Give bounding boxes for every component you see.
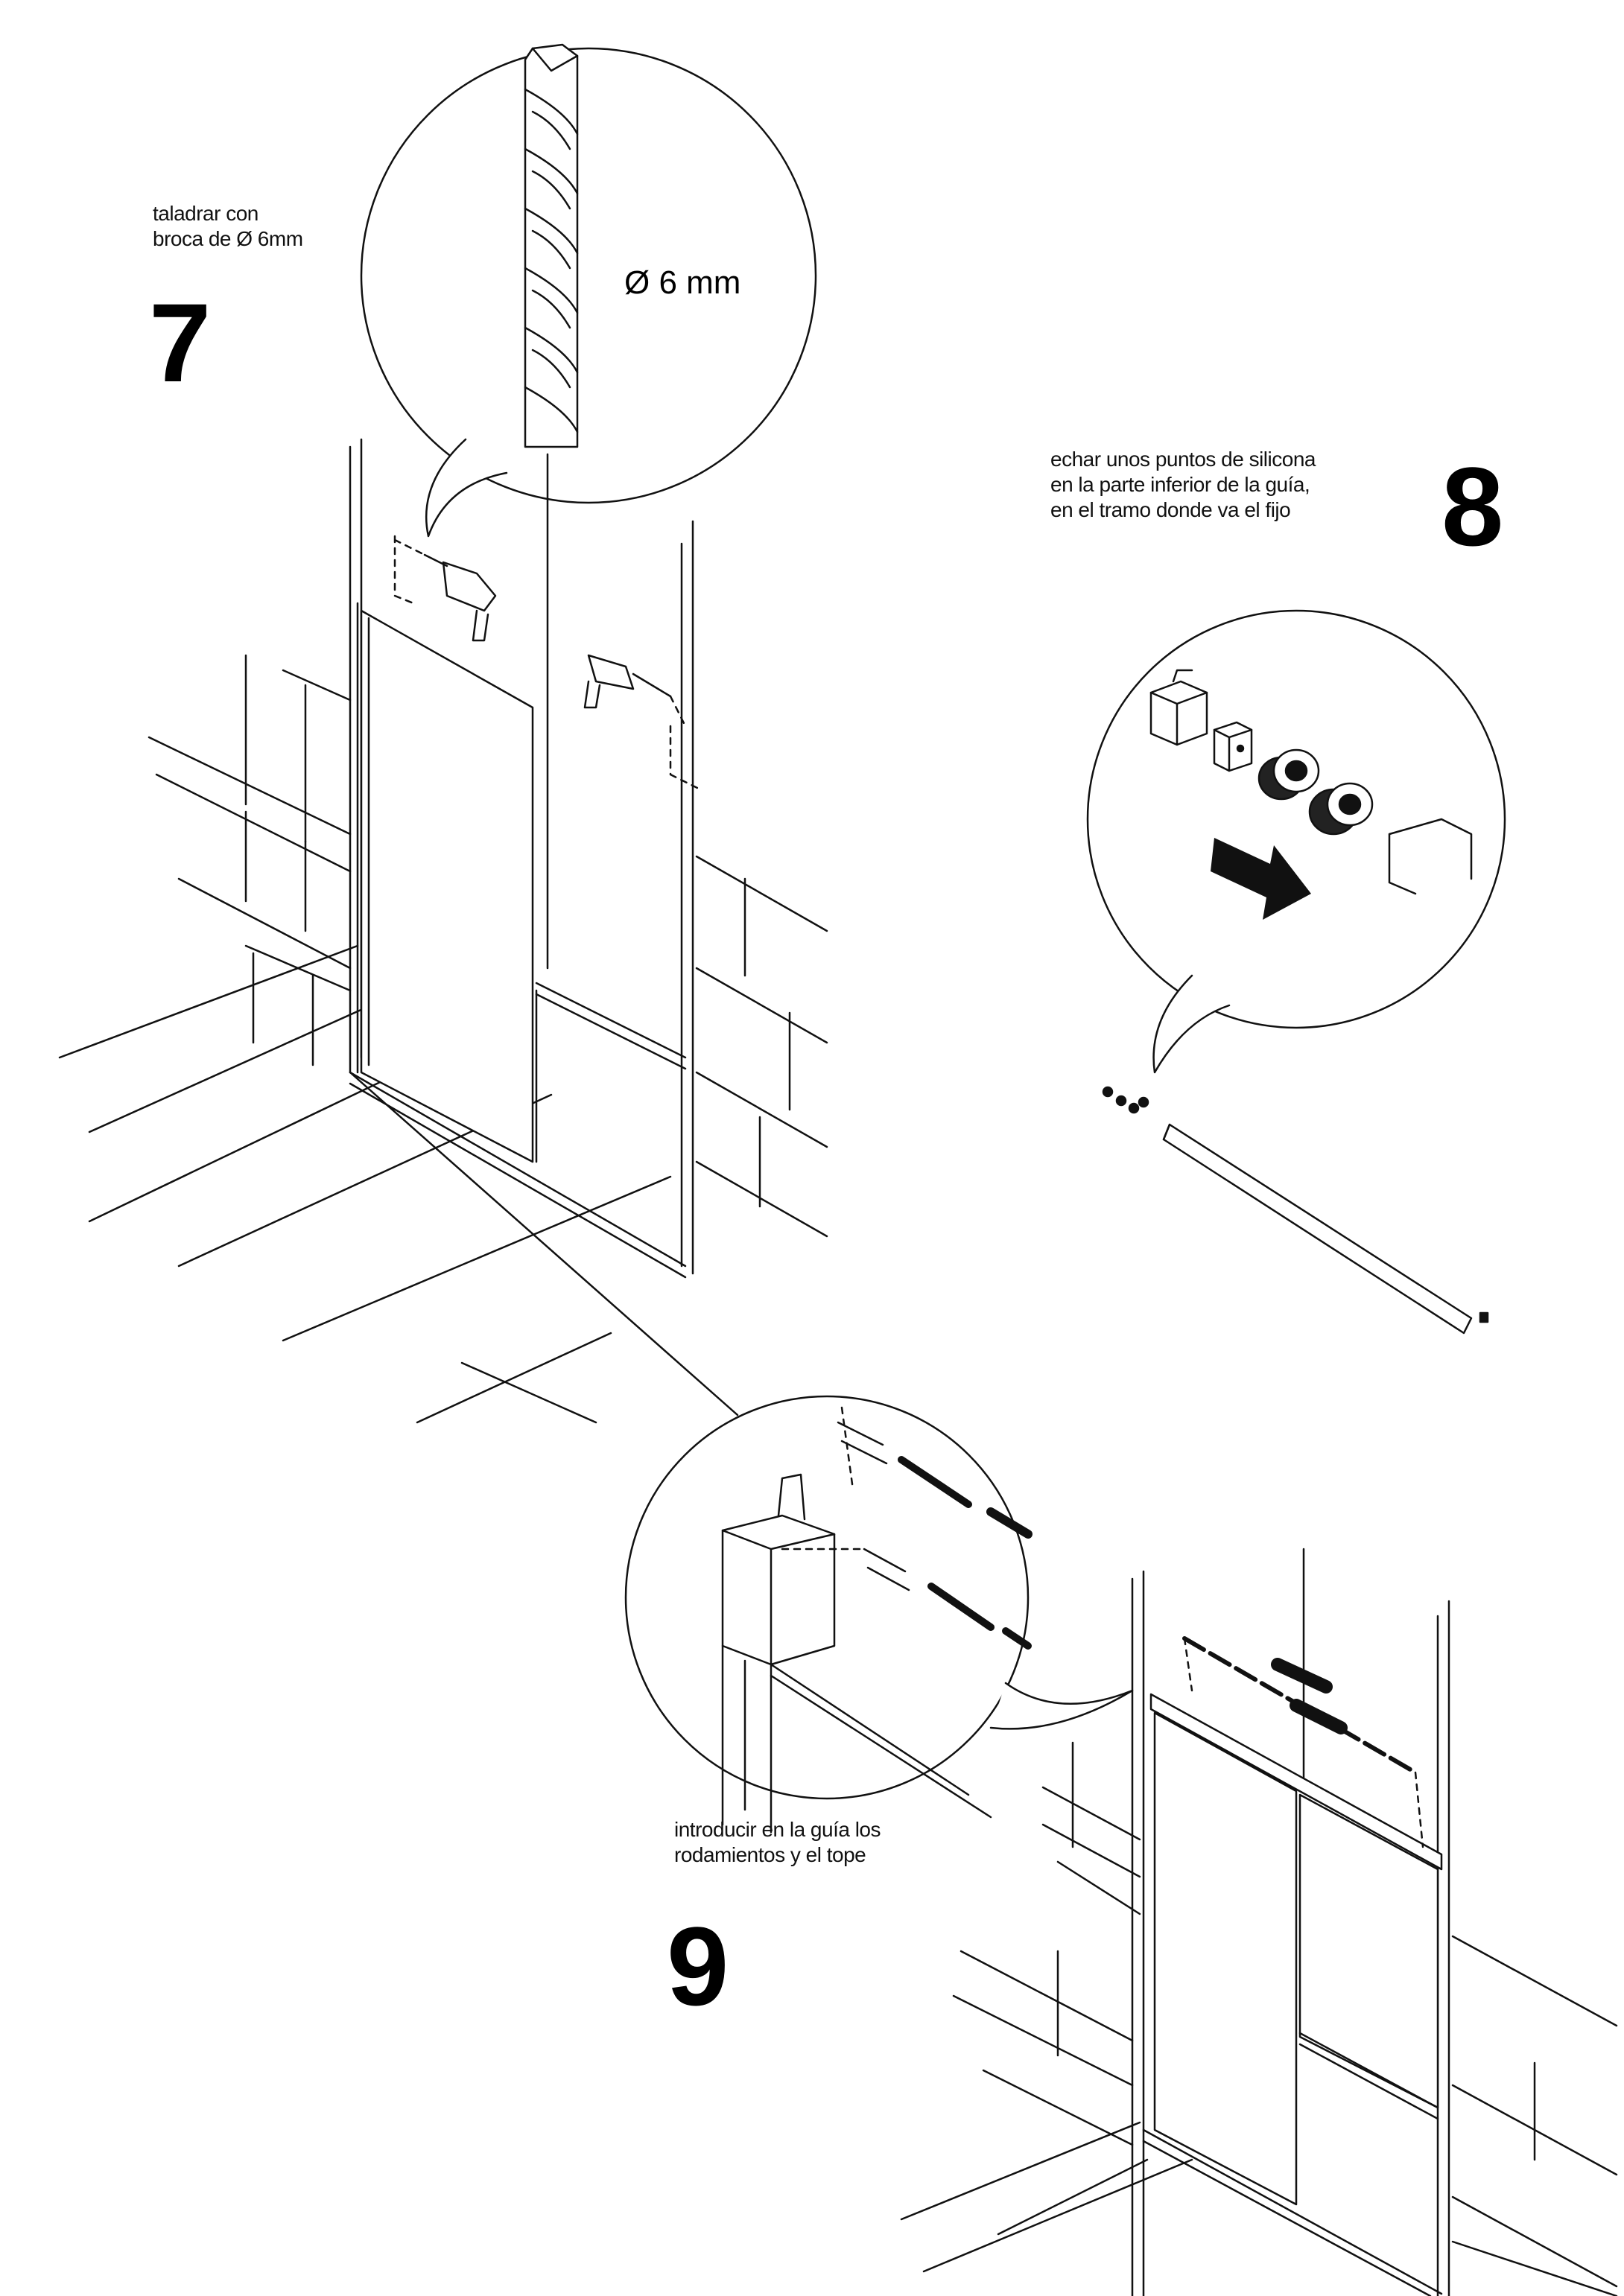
caption-line: en el tramo donde va el fijo	[1050, 498, 1291, 521]
drill-icon	[393, 535, 497, 642]
step8-caption: echar unos puntos de silicona en la part…	[1050, 447, 1316, 523]
roller-icon	[1308, 782, 1374, 836]
stop-block-icon	[1149, 669, 1208, 746]
caption-line: taladrar con	[153, 202, 258, 225]
guide-rail	[1102, 1086, 1489, 1335]
step9-bathroom-scene	[900, 1548, 1618, 2296]
step7-number: 7	[149, 280, 212, 405]
step9-number: 9	[667, 1904, 729, 2029]
drill-bit-callout	[360, 43, 817, 538]
step9-caption: introducir en la guía los rodamientos y …	[674, 1817, 881, 1868]
caption-line: en la parte inferior de la guía,	[1050, 473, 1310, 496]
step7-bathroom-scene	[58, 438, 828, 1424]
insert-arrow-icon	[1211, 838, 1311, 920]
caption-line: echar unos puntos de silicona	[1050, 448, 1316, 471]
drill-icon	[583, 654, 702, 791]
drill-diameter-label: Ø 6 mm	[624, 264, 741, 301]
drill-bit-icon	[524, 43, 579, 448]
caption-line: introducir en la guía los	[674, 1818, 881, 1841]
caption-line: rodamientos y el tope	[674, 1843, 866, 1866]
step7-caption: taladrar con broca de Ø 6mm	[153, 201, 303, 252]
small-block-icon	[1213, 721, 1253, 772]
caption-line: broca de Ø 6mm	[153, 227, 303, 250]
roller-icon	[1257, 748, 1320, 801]
parts-callout	[1086, 609, 1506, 1074]
screws-callout	[624, 1395, 1134, 1834]
step8-number: 8	[1441, 444, 1504, 569]
